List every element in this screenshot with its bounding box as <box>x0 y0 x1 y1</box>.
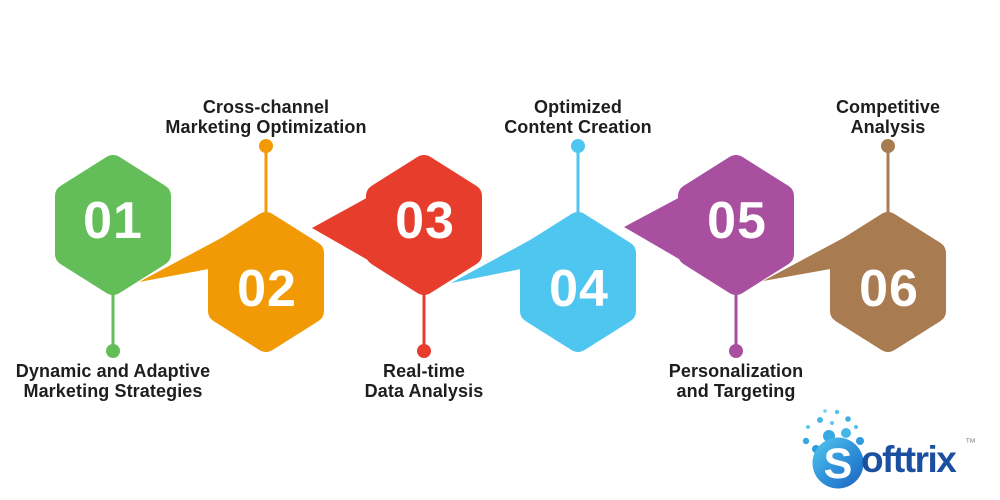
step-1-group: 01 <box>55 155 171 295</box>
step-2-number: 02 <box>237 260 297 318</box>
step-4-connector-dot <box>571 139 585 153</box>
step-4-label-line-1: Optimized <box>534 97 622 117</box>
logo-dot <box>806 425 810 429</box>
logo-dot <box>856 437 864 445</box>
step-1-number: 01 <box>83 192 143 250</box>
step-5-connector-dot <box>729 344 743 358</box>
step-5-label-line-1: Personalization <box>668 361 804 381</box>
step-3-label-line-2: Data Analysis <box>364 381 484 401</box>
step-3-label: Real-time Data Analysis <box>304 361 544 401</box>
step-1-label-line-1: Dynamic and Adaptive <box>15 361 211 381</box>
logo-dot <box>823 409 827 413</box>
step-2-label-line-2: Marketing Optimization <box>165 117 367 137</box>
step-6-group: 06 <box>763 212 946 352</box>
logo-s-letter: S <box>824 440 853 488</box>
step-2-connector-dot <box>259 139 273 153</box>
step-6-hexagon <box>830 212 946 352</box>
logo-dot <box>854 425 858 429</box>
step-3-hexagon <box>366 155 482 295</box>
step-5-group: 05 <box>624 155 794 295</box>
logo-dot <box>845 416 851 422</box>
step-1-label-line-2: Marketing Strategies <box>23 381 203 401</box>
step-4-number: 04 <box>549 260 609 318</box>
step-6-label-line-1: Competitive <box>835 97 941 117</box>
step-4-hexagon <box>520 212 636 352</box>
logo-dot <box>834 409 840 415</box>
step-5-number: 05 <box>707 192 767 250</box>
step-5-label-line-2: and Targeting <box>676 381 796 401</box>
step-3-number: 03 <box>395 192 455 250</box>
step-2-group: 02 <box>139 212 324 352</box>
logo-s-badge <box>812 437 864 489</box>
step-5-hexagon <box>678 155 794 295</box>
step-3-connector-dot <box>417 344 431 358</box>
step-6-connector-dot <box>881 139 895 153</box>
logo-dot <box>841 428 851 438</box>
logo-wordmark: ofttrix <box>861 439 957 480</box>
step-1-hexagon <box>55 155 171 295</box>
step-4-label-line-2: Content Creation <box>504 117 652 137</box>
step-6-number: 06 <box>859 260 919 318</box>
step-2-label: Cross-channel Marketing Optimization <box>146 97 386 137</box>
step-3-label-line-1: Real-time <box>383 361 465 381</box>
logo-dot <box>817 417 823 423</box>
step-1-label: Dynamic and Adaptive Marketing Strategie… <box>0 361 233 401</box>
step-2-hexagon <box>208 212 324 352</box>
step-3-group: 03 <box>312 155 482 295</box>
step-6-label: Competitive Analysis <box>768 97 1000 137</box>
logo-trademark: ™ <box>965 437 976 449</box>
step-4-group: 04 <box>451 212 636 352</box>
step-5-label: Personalization and Targeting <box>616 361 856 401</box>
softtrix-logo: S ofttrix ™ <box>802 409 976 489</box>
logo-dot <box>802 437 810 445</box>
step-2-label-line-1: Cross-channel <box>202 97 330 117</box>
step-6-label-line-2: Analysis <box>850 117 926 137</box>
logo-dot <box>830 421 834 425</box>
step-4-label: Optimized Content Creation <box>458 97 698 137</box>
step-1-connector-dot <box>106 344 120 358</box>
